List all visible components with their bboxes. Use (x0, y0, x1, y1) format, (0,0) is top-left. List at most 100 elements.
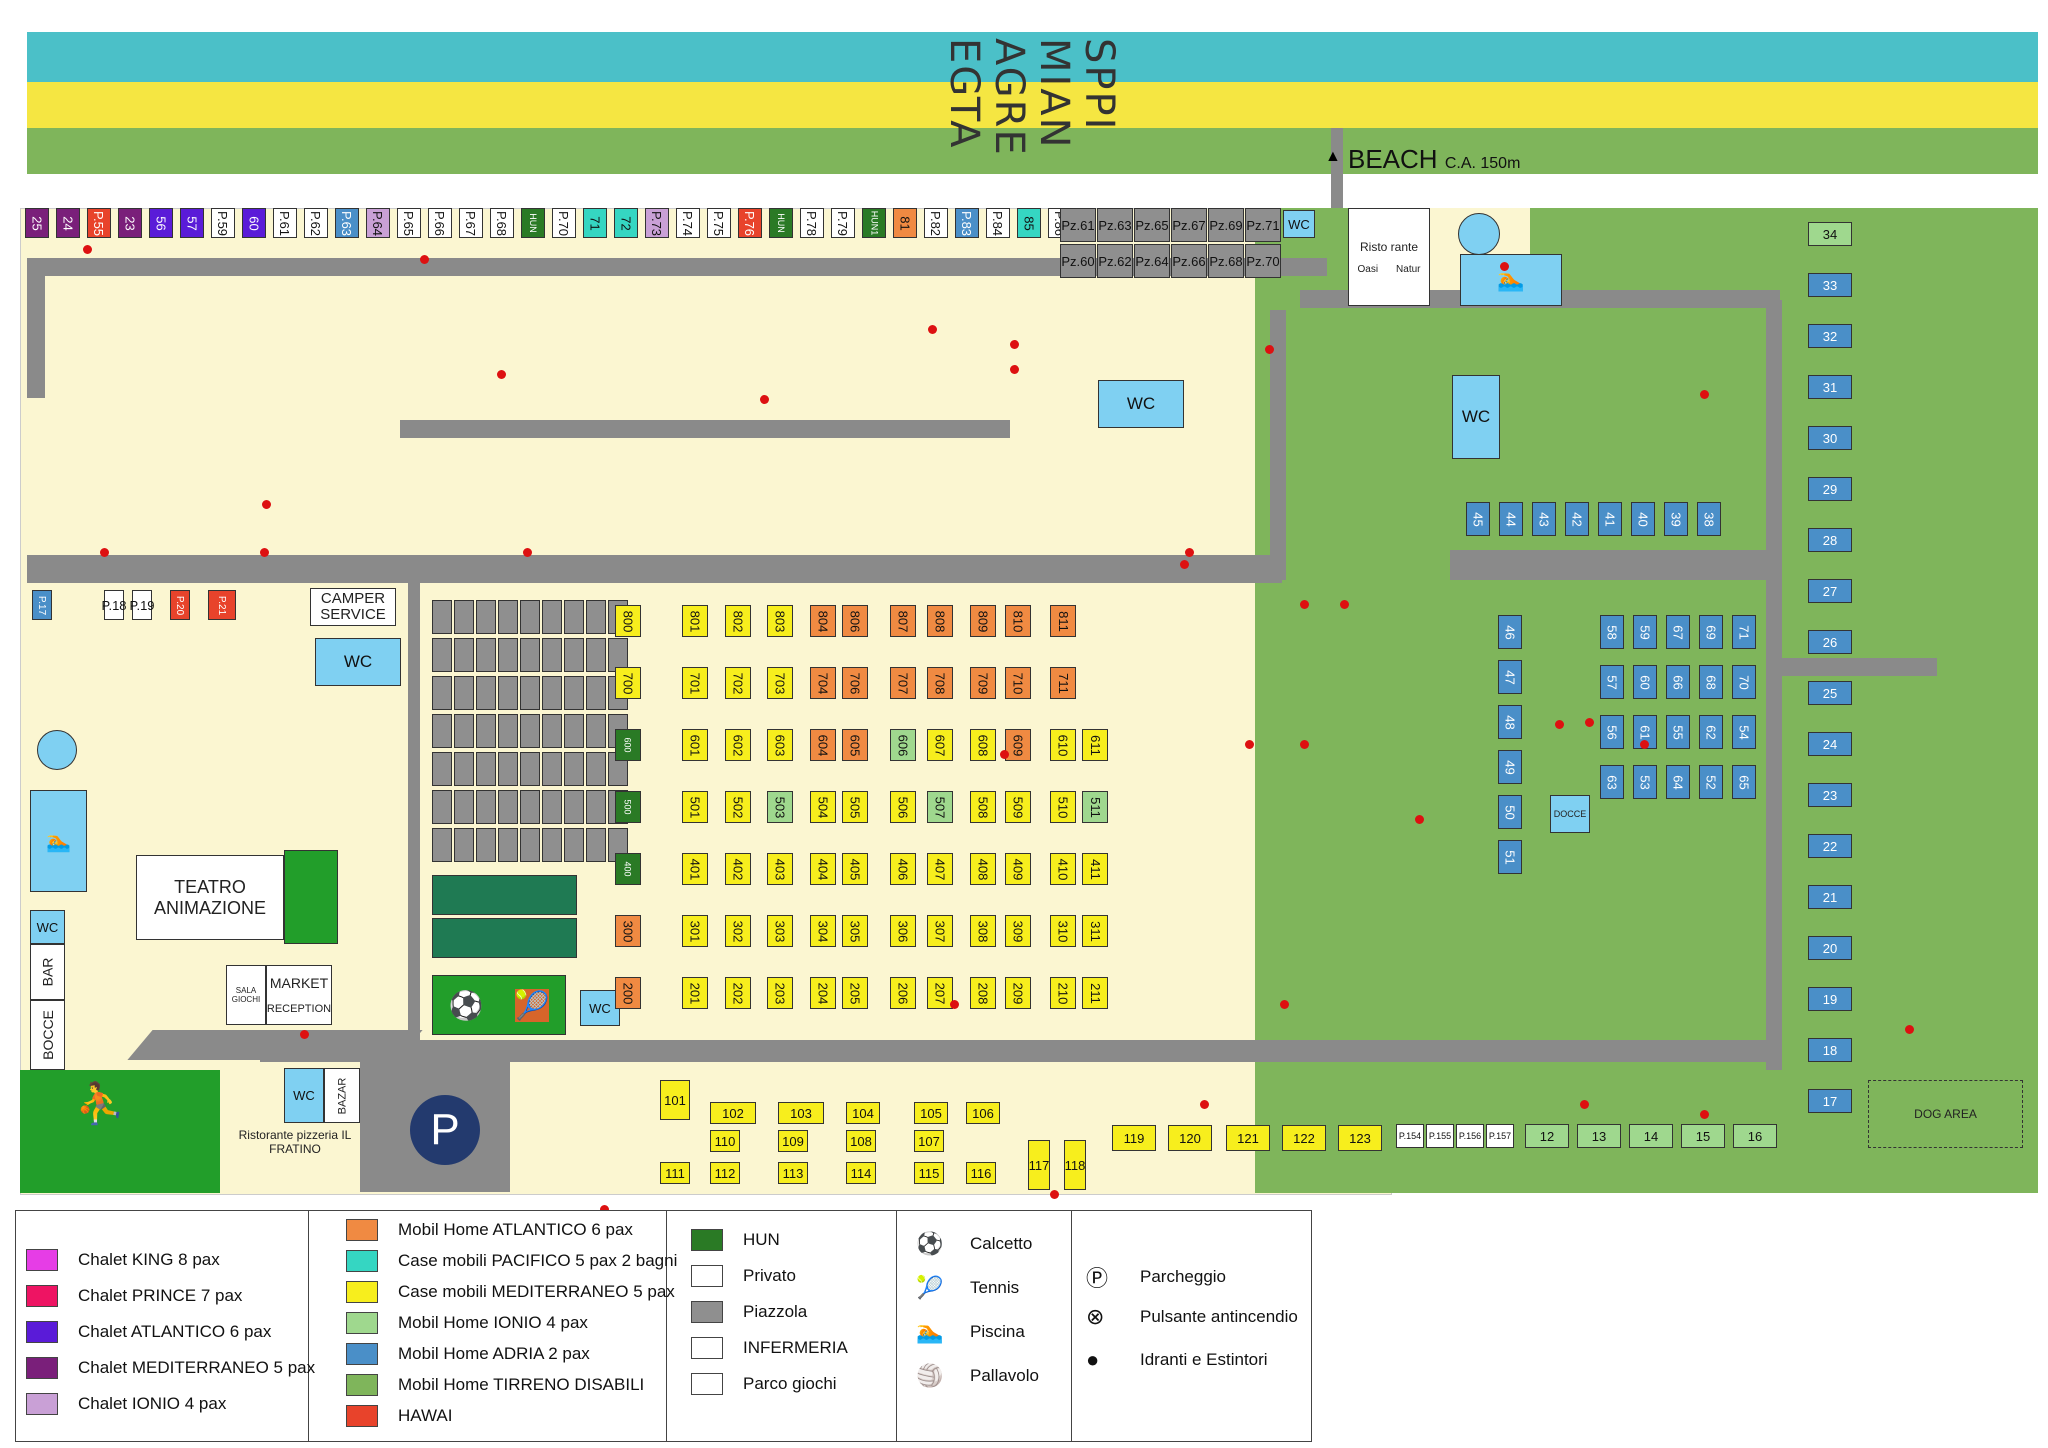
piazzola-cell[interactable] (542, 676, 562, 710)
lot-71[interactable]: 71 (583, 208, 607, 238)
lot-31[interactable]: 31 (1808, 375, 1852, 399)
lot-41[interactable]: 41 (1598, 502, 1622, 536)
lot-pz-63[interactable]: Pz.63 (1097, 208, 1133, 242)
lot-611[interactable]: 611 (1082, 729, 1108, 761)
lot-40[interactable]: 40 (1631, 502, 1655, 536)
piazzola-cell[interactable] (454, 600, 474, 634)
piazzola-cell[interactable] (454, 790, 474, 824)
lot-56[interactable]: 56 (149, 208, 173, 238)
lot-70[interactable]: 70 (1732, 665, 1756, 699)
lot-110[interactable]: 110 (710, 1130, 740, 1152)
lot-409[interactable]: 409 (1005, 853, 1031, 885)
lot-119[interactable]: 119 (1112, 1125, 1156, 1151)
lot-66[interactable]: 66 (1666, 665, 1690, 699)
lot-103[interactable]: 103 (778, 1102, 824, 1124)
lot-23[interactable]: 23 (1808, 783, 1852, 807)
lot-704[interactable]: 704 (810, 667, 836, 699)
lot-308[interactable]: 308 (970, 915, 996, 947)
lot-pz-60[interactable]: Pz.60 (1060, 244, 1096, 278)
piazzola-cell[interactable] (498, 790, 518, 824)
lot-56[interactable]: 56 (1600, 715, 1624, 749)
lot-p-78[interactable]: P.78 (800, 208, 824, 238)
lot-71[interactable]: 71 (1732, 615, 1756, 649)
lot-25[interactable]: 25 (25, 208, 49, 238)
piazzola-cell[interactable] (586, 790, 606, 824)
lot-54[interactable]: 54 (1732, 715, 1756, 749)
lot-53[interactable]: 53 (1633, 765, 1657, 799)
lot-24[interactable]: 24 (1808, 732, 1852, 756)
lot-hun[interactable]: HUN (521, 208, 545, 238)
lot-101[interactable]: 101 (660, 1080, 690, 1120)
lot-808[interactable]: 808 (927, 605, 953, 637)
lot-503[interactable]: 503 (767, 791, 793, 823)
lot-81[interactable]: 81 (893, 208, 917, 238)
piazzola-cell[interactable] (564, 638, 584, 672)
lot-109[interactable]: 109 (778, 1130, 808, 1152)
lot-113[interactable]: 113 (778, 1162, 808, 1184)
piazzola-cell[interactable] (454, 714, 474, 748)
lot-406[interactable]: 406 (890, 853, 916, 885)
lot-p-157[interactable]: P.157 (1486, 1124, 1514, 1148)
piazzola-cell[interactable] (586, 752, 606, 786)
lot-p-67[interactable]: P.67 (459, 208, 483, 238)
lot-63[interactable]: 63 (1600, 765, 1624, 799)
lot-27[interactable]: 27 (1808, 579, 1852, 603)
piazzola-cell[interactable] (520, 676, 540, 710)
lot-709[interactable]: 709 (970, 667, 996, 699)
piazzola-cell[interactable] (564, 600, 584, 634)
lot-303[interactable]: 303 (767, 915, 793, 947)
lot-25[interactable]: 25 (1808, 681, 1852, 705)
piazzola-cell[interactable] (476, 600, 496, 634)
lot-65[interactable]: 65 (1732, 765, 1756, 799)
lot-604[interactable]: 604 (810, 729, 836, 761)
piazzola-cell[interactable] (542, 638, 562, 672)
lot-p-62[interactable]: P.62 (304, 208, 328, 238)
piazzola-cell[interactable] (432, 752, 452, 786)
lot-211[interactable]: 211 (1082, 977, 1108, 1009)
lot-706[interactable]: 706 (842, 667, 868, 699)
lot-p20[interactable]: P.20 (170, 590, 190, 620)
lot-210[interactable]: 210 (1050, 977, 1076, 1009)
lot-803[interactable]: 803 (767, 605, 793, 637)
lot-502[interactable]: 502 (725, 791, 751, 823)
lot-118[interactable]: 118 (1064, 1140, 1086, 1190)
lot-pz-69[interactable]: Pz.69 (1208, 208, 1244, 242)
lot-17[interactable]: 17 (1808, 1089, 1852, 1113)
lot-43[interactable]: 43 (1532, 502, 1556, 536)
piazzola-cell[interactable] (432, 828, 452, 862)
lot-p17[interactable]: P.17 (32, 590, 52, 620)
lot-700[interactable]: 700 (615, 667, 641, 699)
lot-p-59[interactable]: P.59 (211, 208, 235, 238)
lot-311[interactable]: 311 (1082, 915, 1108, 947)
lot-107[interactable]: 107 (914, 1130, 944, 1152)
piazzola-cell[interactable] (454, 638, 474, 672)
piazzola-cell[interactable] (564, 714, 584, 748)
lot-pz-70[interactable]: Pz.70 (1245, 244, 1281, 278)
lot-800[interactable]: 800 (615, 605, 641, 637)
piazzola-cell[interactable] (498, 600, 518, 634)
piazzola-cell[interactable] (520, 600, 540, 634)
lot-13[interactable]: 13 (1577, 1124, 1621, 1148)
piazzola-cell[interactable] (586, 600, 606, 634)
lot-112[interactable]: 112 (710, 1162, 740, 1184)
piazzola-cell[interactable] (520, 638, 540, 672)
lot-802[interactable]: 802 (725, 605, 751, 637)
lot-39[interactable]: 39 (1664, 502, 1688, 536)
lot-p-76[interactable]: P.76 (738, 208, 762, 238)
piazzola-cell[interactable] (454, 752, 474, 786)
lot-510[interactable]: 510 (1050, 791, 1076, 823)
lot-p-154[interactable]: P.154 (1396, 1124, 1424, 1148)
lot-511[interactable]: 511 (1082, 791, 1108, 823)
lot-309[interactable]: 309 (1005, 915, 1031, 947)
lot-p-73[interactable]: P.73 (645, 208, 669, 238)
lot-206[interactable]: 206 (890, 977, 916, 1009)
lot-p-74[interactable]: P.74 (676, 208, 700, 238)
lot-609[interactable]: 609 (1005, 729, 1031, 761)
piazzola-cell[interactable] (454, 828, 474, 862)
lot-p21[interactable]: P.21 (208, 590, 236, 620)
lot-p-84[interactable]: P.84 (986, 208, 1010, 238)
lot-506[interactable]: 506 (890, 791, 916, 823)
piazzola-cell[interactable] (432, 638, 452, 672)
lot-400[interactable]: 400 (615, 853, 641, 885)
lot-p-65[interactable]: P.65 (397, 208, 421, 238)
